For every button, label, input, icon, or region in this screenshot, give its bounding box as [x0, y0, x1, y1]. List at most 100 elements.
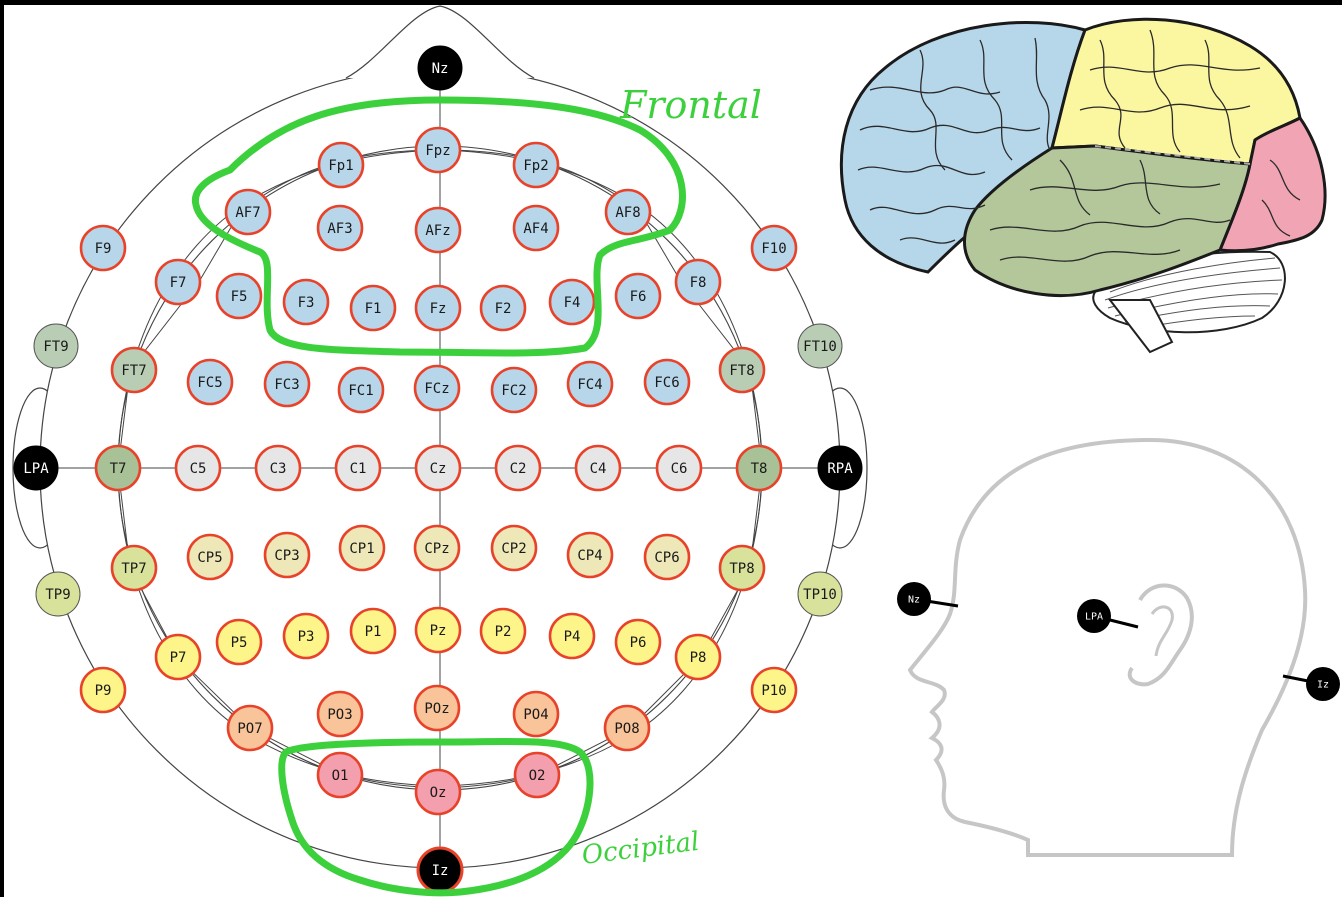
electrode-marker — [338, 524, 386, 572]
electrode-label: FC6 — [654, 375, 679, 391]
electrode-label: C3 — [270, 461, 287, 477]
electrode-marker — [154, 633, 202, 681]
electrode-marker — [512, 690, 560, 738]
frontal-annotation: Frontal — [619, 83, 762, 127]
electrode-label: F4 — [564, 295, 581, 311]
electrode-label: Iz — [432, 863, 449, 879]
electrode-c1: C1 — [334, 444, 382, 492]
electrode-label: C6 — [671, 461, 688, 477]
electrode-label: PO3 — [327, 707, 352, 723]
electrode-ft9: FT9 — [33, 323, 79, 369]
electrode-ft8: FT8 — [718, 346, 766, 394]
electrode-label: LPA — [23, 461, 49, 477]
electrode-marker — [817, 445, 863, 491]
electrode-label: P2 — [495, 624, 512, 640]
electrode-p1: P1 — [349, 607, 397, 655]
electrode-o2: O2 — [513, 751, 561, 799]
electrode-f10: F10 — [750, 224, 798, 272]
electrode-label: RPA — [827, 461, 853, 477]
electrode-marker — [414, 126, 462, 174]
electrode-label: CP5 — [197, 550, 222, 566]
electrode-fc6: FC6 — [643, 358, 691, 406]
electrode-marker — [94, 444, 142, 492]
electrode-marker — [604, 188, 652, 236]
electrode-p3: P3 — [282, 612, 330, 660]
electrode-afz: AFz — [414, 206, 462, 254]
electrode-label: F5 — [231, 289, 248, 305]
electrode-po8: PO8 — [603, 704, 651, 752]
electrode-label: C4 — [590, 461, 607, 477]
electrode-cp1: CP1 — [338, 524, 386, 572]
electrode-marker — [797, 323, 843, 369]
electrode-label: F2 — [495, 301, 512, 317]
electrode-label: PO7 — [237, 721, 262, 737]
electrode-label: T8 — [751, 461, 768, 477]
electrode-label: P6 — [630, 635, 647, 651]
electrode-cpz: CPz — [413, 524, 461, 572]
electrode-marker — [490, 524, 538, 572]
electrode-po3: PO3 — [316, 690, 364, 738]
electrode-label: FT8 — [729, 363, 754, 379]
electrode-f1: F1 — [349, 284, 397, 332]
electrode-f7: F7 — [154, 258, 202, 306]
electrode-label: T7 — [110, 461, 127, 477]
electrode-marker — [282, 278, 330, 326]
electrode-pz: Pz — [414, 606, 462, 654]
electrode-label: FC5 — [197, 375, 222, 391]
electrode-marker — [417, 45, 463, 91]
electrode-marker — [674, 258, 722, 306]
electrode-label: FC4 — [577, 377, 602, 393]
electrode-marker — [317, 141, 365, 189]
electrode-p7: P7 — [154, 633, 202, 681]
electrode-marker — [186, 533, 234, 581]
electrode-marker — [674, 633, 722, 681]
electrode-marker — [548, 278, 596, 326]
electrode-lpa: LPA — [13, 445, 59, 491]
electrode-tp7: TP7 — [110, 544, 158, 592]
electrode-label: Nz — [432, 61, 449, 77]
electrode-marker — [479, 607, 527, 655]
electrode-label: PO4 — [523, 707, 548, 723]
electrode-marker — [574, 444, 622, 492]
electrode-label: Pz — [430, 623, 447, 639]
electrode-label: FC1 — [348, 383, 373, 399]
electrode-marker — [513, 751, 561, 799]
electrode-f5: F5 — [215, 272, 263, 320]
electrode-label: POz — [424, 701, 449, 717]
electrode-label: FCz — [424, 381, 449, 397]
brain-occipital-lobe — [1217, 116, 1327, 253]
electrode-label: F6 — [630, 289, 647, 305]
electrode-p10: P10 — [750, 666, 798, 714]
electrode-marker — [13, 445, 59, 491]
electrode-label: Oz — [430, 785, 447, 801]
electrode-label: PO8 — [614, 721, 639, 737]
electrode-label: F8 — [690, 275, 707, 291]
electrode-marker — [494, 444, 542, 492]
electrode-c4: C4 — [574, 444, 622, 492]
electrode-marker — [226, 704, 274, 752]
electrode-fc5: FC5 — [186, 358, 234, 406]
electrode-label: P4 — [564, 629, 581, 645]
electrode-marker — [479, 284, 527, 332]
electrode-label: CPz — [424, 541, 449, 557]
electrode-marker — [413, 684, 461, 732]
electrode-rpa: RPA — [817, 445, 863, 491]
electrode-po7: PO7 — [226, 704, 274, 752]
electrode-marker — [414, 284, 462, 332]
nose — [345, 5, 535, 79]
electrode-label: FT10 — [803, 339, 837, 355]
electrode-p8: P8 — [674, 633, 722, 681]
electrode-fc4: FC4 — [566, 360, 614, 408]
electrode-marker — [718, 346, 766, 394]
electrode-label: CP4 — [577, 548, 602, 564]
electrode-marker — [174, 444, 222, 492]
electrode-c5: C5 — [174, 444, 222, 492]
electrode-cp3: CP3 — [263, 531, 311, 579]
electrode-label: FC2 — [501, 383, 526, 399]
electrode-fp1: Fp1 — [317, 141, 365, 189]
electrode-p2: P2 — [479, 607, 527, 655]
electrode-marker — [750, 224, 798, 272]
